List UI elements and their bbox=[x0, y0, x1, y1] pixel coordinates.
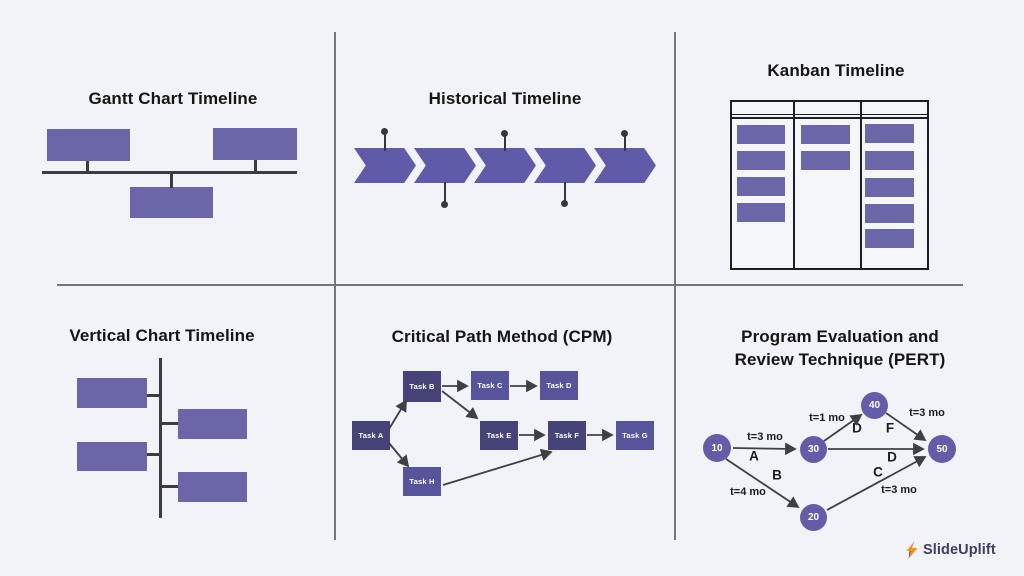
pert-edge-10-30 bbox=[732, 442, 797, 456]
kanban-column-divider bbox=[860, 102, 862, 268]
milestone-pin-dot bbox=[501, 130, 508, 137]
pert-title-line2: Review Technique (PERT) bbox=[734, 350, 946, 369]
kanban-card bbox=[865, 151, 914, 170]
slideuplift-logo-text: SlideUplift bbox=[923, 542, 996, 558]
pert-edge-duration: t=3 mo bbox=[909, 407, 945, 419]
kanban-panel-title: Kanban Timeline bbox=[767, 61, 905, 80]
vertical-panel-title: Vertical Chart Timeline bbox=[69, 326, 255, 345]
gantt-bar bbox=[213, 128, 297, 160]
kanban-card bbox=[865, 204, 914, 223]
vertical-connector bbox=[162, 485, 178, 488]
pert-edge-activity: F bbox=[885, 420, 895, 436]
kanban-header-divider bbox=[732, 117, 927, 119]
vertical-bar bbox=[178, 472, 247, 502]
gantt-panel-title: Gantt Chart Timeline bbox=[88, 89, 258, 108]
pert-edge-duration: t=3 mo bbox=[747, 431, 783, 443]
slideuplift-bolt-icon bbox=[906, 541, 918, 559]
vertical-connector bbox=[147, 394, 160, 397]
kanban-card bbox=[737, 177, 785, 196]
pert-event-node: 40 bbox=[861, 392, 888, 419]
grid-divider-vertical-left bbox=[334, 32, 336, 540]
vertical-bar bbox=[77, 378, 147, 408]
pert-edge-activity: A bbox=[749, 448, 759, 464]
cpm-task-node: Task F bbox=[548, 421, 586, 450]
vertical-axis-line bbox=[159, 358, 162, 518]
grid-divider-vertical-right bbox=[674, 32, 676, 540]
pert-edge-activity: C bbox=[873, 464, 883, 480]
pert-edge-activity: D bbox=[852, 420, 862, 436]
milestone-pin-stem bbox=[384, 134, 386, 151]
gantt-connector bbox=[86, 161, 89, 172]
gantt-connector bbox=[254, 160, 257, 172]
vertical-connector bbox=[147, 453, 160, 456]
gantt-bar bbox=[47, 129, 130, 161]
pert-edge-duration: t=4 mo bbox=[730, 486, 766, 498]
milestone-pin-stem bbox=[504, 136, 506, 151]
gantt-connector bbox=[170, 173, 173, 188]
milestone-pin-stem bbox=[444, 182, 446, 202]
historical-chevron bbox=[534, 148, 596, 183]
pert-title-line1: Program Evaluation and bbox=[741, 327, 939, 346]
kanban-card bbox=[737, 125, 785, 144]
kanban-card bbox=[737, 203, 785, 222]
cpm-task-node: Task D bbox=[540, 371, 578, 400]
pert-panel-title: Program Evaluation and Review Technique … bbox=[700, 325, 980, 371]
pert-edge-activity: D bbox=[887, 449, 897, 465]
cpm-edge-a-h bbox=[388, 442, 410, 468]
kanban-card bbox=[865, 229, 914, 248]
grid-divider-horizontal bbox=[57, 284, 963, 286]
historical-chevron bbox=[594, 148, 656, 183]
pert-edge-activity: B bbox=[772, 467, 782, 483]
historical-chevron bbox=[354, 148, 416, 183]
vertical-bar bbox=[178, 409, 247, 439]
historical-chevron bbox=[414, 148, 476, 183]
kanban-card bbox=[801, 125, 850, 144]
slideuplift-logo: SlideUplift bbox=[905, 541, 996, 559]
cpm-task-node: Task H bbox=[403, 467, 441, 496]
pert-edge-10-20 bbox=[725, 458, 800, 508]
vertical-bar bbox=[77, 442, 147, 471]
pert-event-node: 50 bbox=[928, 435, 956, 463]
cpm-edge-a-b bbox=[388, 399, 407, 430]
milestone-pin-dot bbox=[561, 200, 568, 207]
cpm-task-node: Task C bbox=[471, 371, 509, 400]
pert-event-node: 20 bbox=[800, 504, 827, 531]
gantt-bar bbox=[130, 187, 213, 218]
cpm-task-node: Task A bbox=[352, 421, 390, 450]
cpm-edge-h-f bbox=[442, 448, 553, 486]
kanban-header-divider bbox=[732, 114, 927, 115]
kanban-column-divider bbox=[793, 102, 795, 268]
pert-event-node: 10 bbox=[703, 434, 731, 462]
kanban-board bbox=[730, 100, 929, 270]
kanban-card bbox=[801, 151, 850, 170]
milestone-pin-dot bbox=[441, 201, 448, 208]
milestone-pin-dot bbox=[621, 130, 628, 137]
milestone-pin-stem bbox=[564, 182, 566, 201]
cpm-task-node: Task E bbox=[480, 421, 518, 450]
milestone-pin-dot bbox=[381, 128, 388, 135]
cpm-task-node: Task G bbox=[616, 421, 654, 450]
vertical-connector bbox=[162, 422, 178, 425]
pert-edge-duration: t=3 mo bbox=[881, 484, 917, 496]
cpm-panel-title: Critical Path Method (CPM) bbox=[391, 327, 613, 346]
gantt-axis-line bbox=[42, 171, 297, 174]
kanban-card bbox=[865, 124, 914, 143]
pert-edge-duration: t=1 mo bbox=[809, 412, 845, 424]
cpm-task-node: Task B bbox=[403, 371, 441, 402]
historical-chevron bbox=[474, 148, 536, 183]
pert-event-node: 30 bbox=[800, 436, 827, 463]
historical-panel-title: Historical Timeline bbox=[428, 89, 582, 108]
kanban-card bbox=[865, 178, 914, 197]
milestone-pin-stem bbox=[624, 136, 626, 151]
kanban-card bbox=[737, 151, 785, 170]
